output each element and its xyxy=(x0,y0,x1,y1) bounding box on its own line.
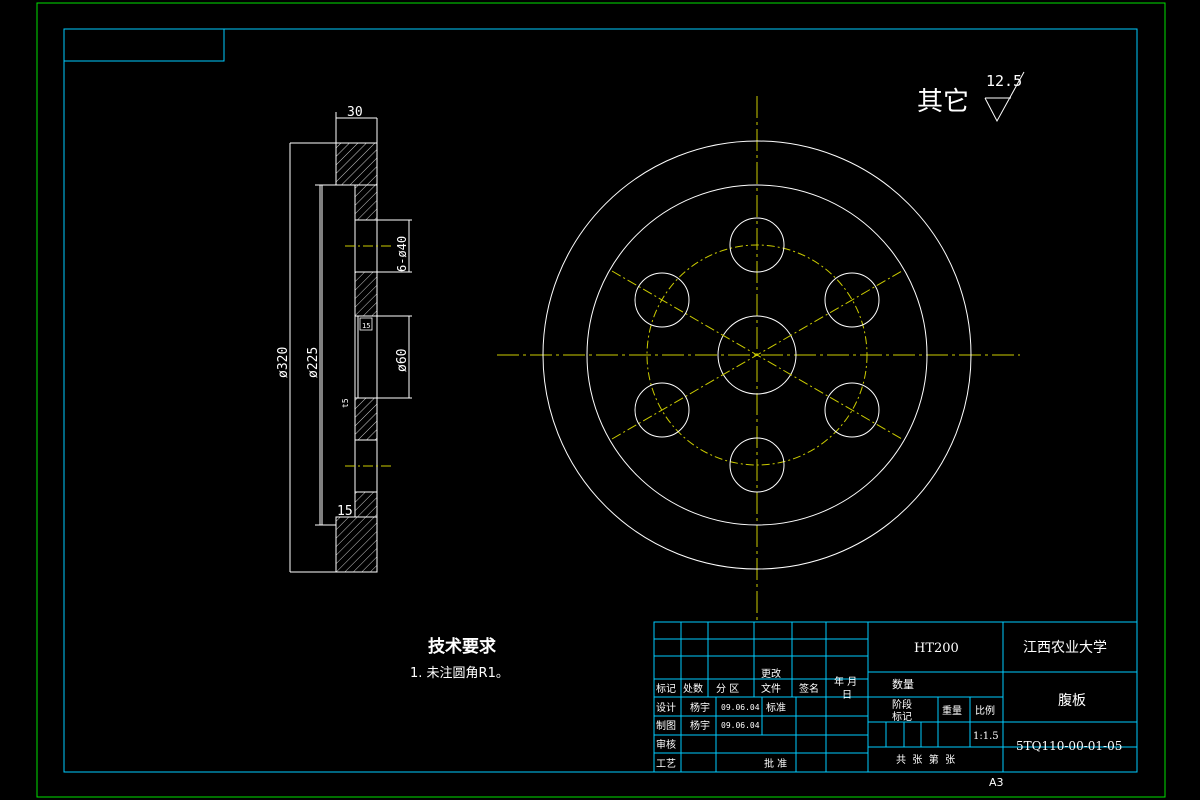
hole-upper-right xyxy=(824,272,880,328)
dim-dia-outer: ø320 xyxy=(276,347,291,378)
inner-circle xyxy=(586,184,928,526)
outer-circle xyxy=(542,140,972,570)
tb-part-name: 腹板 xyxy=(1058,692,1086,709)
tb-label-date-2: 日 xyxy=(842,690,852,701)
dim-width-top: 30 xyxy=(347,105,363,120)
roughness-mark-small xyxy=(359,317,373,331)
tb-label-date-1: 年 月 xyxy=(834,675,857,688)
bore-circle xyxy=(717,315,797,395)
drawing-frame xyxy=(63,28,1138,773)
bore-rect xyxy=(357,315,378,399)
surface-note-value: 12.5 xyxy=(986,72,1022,90)
tb-label-std: 标准 xyxy=(766,702,786,714)
hole-bottom xyxy=(729,437,785,493)
roughness-symbol xyxy=(984,71,1025,123)
tb-label-design: 设计 xyxy=(656,701,676,714)
tb-draw-date: 09.06.04 xyxy=(721,721,760,730)
hatch-bottom xyxy=(335,516,378,573)
dim-dia-inner: ø225 xyxy=(306,347,321,378)
dim-holes: 6-ø40 xyxy=(395,236,409,272)
hatch-top xyxy=(335,142,378,186)
tech-req-title: 技术要求 xyxy=(428,636,496,657)
surface-note: 其它 12.5 xyxy=(917,71,1025,123)
hatch-upper xyxy=(354,184,378,221)
dim-step: 15 xyxy=(337,504,353,519)
hole-lower-right xyxy=(824,382,880,438)
tech-req-item1: 1. 未注圆角R1。 xyxy=(410,666,509,681)
tb-label-change-2: 文件 xyxy=(761,682,781,695)
section-outline xyxy=(321,118,337,572)
title-block-text: HT200 江西农业大学 腹板 5TQ110-00-01-05 1:1.5 标记… xyxy=(656,640,1122,770)
dim-bore: ø60 xyxy=(395,349,410,372)
tb-school: 江西农业大学 xyxy=(1023,640,1107,656)
dim-small-box: 15 xyxy=(362,322,370,330)
tb-label-scale: 比例 xyxy=(975,704,995,717)
tb-label-qty: 数量 xyxy=(892,678,914,691)
tb-label-sheets: 共 张 第 张 xyxy=(896,753,955,766)
front-view xyxy=(497,96,1020,620)
tb-label-approve: 批 准 xyxy=(764,757,787,770)
tb-label-count: 处数 xyxy=(683,682,703,695)
tb-design-date: 09.06.04 xyxy=(721,703,760,712)
tb-label-change-1: 更改 xyxy=(761,667,781,680)
tb-label-draw: 制图 xyxy=(656,719,676,732)
corner-box xyxy=(63,28,225,62)
tb-label-zone: 分 区 xyxy=(716,683,739,695)
tb-label-sign: 签名 xyxy=(799,682,819,695)
sheet-outer-border xyxy=(36,2,1166,798)
surface-note-label: 其它 xyxy=(917,87,969,117)
section-view: 30 ø320 ø225 6-ø40 ø60 15 t5 15 xyxy=(276,105,412,573)
tb-label-review: 审核 xyxy=(656,738,676,751)
hole-lower-left xyxy=(634,382,690,438)
tb-drafter: 杨宇 xyxy=(690,719,710,732)
pitch-circle xyxy=(646,244,868,466)
dim-small-left: t5 xyxy=(341,398,350,408)
tb-designer: 杨宇 xyxy=(690,701,710,714)
hatch-mid-upper xyxy=(354,271,378,317)
title-block xyxy=(653,621,1138,773)
tb-label-stage-1: 阶段 xyxy=(892,698,912,711)
hatch-mid-lower xyxy=(354,397,378,441)
tb-label-mark: 标记 xyxy=(656,683,676,695)
tb-label-stage-2: 标记 xyxy=(892,711,912,723)
sheet-size: A3 xyxy=(989,776,1004,789)
hole-top xyxy=(729,217,785,273)
tb-label-weight: 重量 xyxy=(942,704,962,717)
hole-upper-left xyxy=(634,272,690,328)
tb-label-process: 工艺 xyxy=(656,758,676,770)
tb-drawing-no: 5TQ110-00-01-05 xyxy=(1016,739,1122,753)
tb-scale: 1:1.5 xyxy=(973,731,999,742)
hatch-lower xyxy=(354,491,378,518)
tb-material: HT200 xyxy=(914,641,959,656)
